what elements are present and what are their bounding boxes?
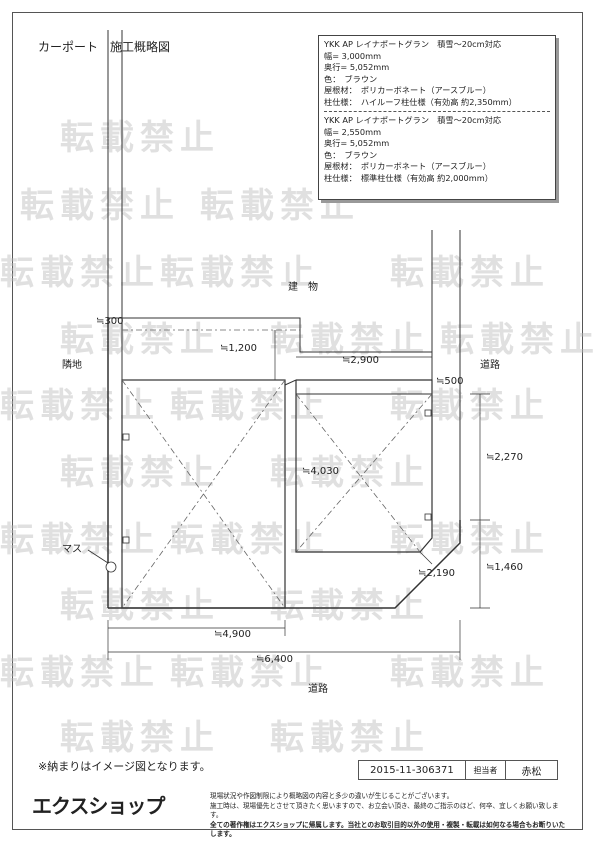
spec-line: 幅= 2,550mm — [324, 126, 382, 137]
spec-line: YKK AP レイナポートグラン 積雪～20cm対応 — [324, 39, 502, 49]
post-marker — [424, 409, 432, 417]
dim-6400: ≒6,400 — [256, 654, 294, 665]
label-building: 建 物 — [288, 282, 318, 293]
image-note: ※納まりはイメージ図となります。 — [38, 760, 211, 773]
spec-line: 柱仕様： ハイルーフ柱仕様（有効高 約2,350mm） — [324, 96, 517, 107]
spec-line: YKK AP レイナポートグラン 積雪～20cm対応 — [324, 115, 502, 125]
dim-500: ≒500 — [436, 376, 464, 387]
spec-panel: YKK AP レイナポートグラン 積雪～20cm対応 幅= 3,000mm 奥行… — [318, 35, 556, 200]
spec-divider — [324, 111, 550, 112]
carport-2-diagonal — [295, 393, 433, 553]
dim-2190: ≒2,190 — [418, 568, 456, 579]
disclaimer: 現場状況や作図制限により概略図の内容と多少の違いが生じることがございます。 施工… — [210, 792, 570, 840]
spec-line: 幅= 3,000mm — [324, 50, 382, 61]
carport-1-diagonal — [121, 379, 286, 609]
label-neighbor: 隣地 — [62, 360, 82, 371]
dim-2270: ≒2,270 — [486, 452, 524, 463]
disclaimer-line: 現場状況や作図制限により概略図の内容と多少の違いが生じることがございます。 — [210, 792, 454, 800]
dim-2900: ≒2,900 — [342, 355, 380, 366]
site-boundary-line — [108, 520, 461, 609]
post-marker — [122, 433, 130, 441]
dim-1200: ≒1,200 — [220, 343, 258, 354]
carport-1-outline — [121, 379, 286, 609]
person-label: 担当者 — [466, 761, 507, 779]
spec-line: 屋根材： ポリカーボネート（アースブルー） — [324, 85, 491, 95]
company-logo: エクスショップ — [32, 794, 165, 818]
dim-4030: ≒4,030 — [302, 466, 340, 477]
post-marker — [122, 536, 130, 544]
label-mass: マス — [62, 544, 82, 555]
disclaimer-line: 施工時は、現場優先とさせて頂きたく思いますので、お立会い頂き、最終のご指示のほど… — [210, 801, 559, 820]
label-road-right: 道路 — [480, 360, 500, 371]
carport-2-diagonal — [295, 393, 421, 553]
person-name: 赤松 — [521, 766, 542, 778]
spec-line: 奥行= 5,052mm — [324, 62, 390, 72]
footer-info-box: 2015-11-306371 担当者 赤松 — [358, 760, 558, 780]
spec-line: 柱仕様： 標準柱仕様（有効高 約2,000mm） — [324, 172, 493, 183]
mass-circle — [105, 561, 117, 573]
disclaimer-line: 全ての著作権はエクスショップに帰属します。当社とのお取引目的以外の使用・複製・転… — [210, 820, 566, 839]
label-road-bottom: 道路 — [308, 684, 328, 695]
doc-number: 2015-11-306371 — [359, 761, 466, 779]
spec-line: 色： ブラウン — [324, 73, 378, 84]
dim-1460: ≒1,460 — [486, 562, 524, 573]
dim-line — [419, 551, 433, 565]
drawing-frame — [12, 12, 583, 830]
dim-300: ≒300 — [96, 316, 124, 327]
drawing-title: カーポート 施工概略図 — [38, 40, 171, 54]
spec-line: 奥行= 5,052mm — [324, 138, 390, 148]
spec-line: 屋根材： ポリカーボネート（アースブルー） — [324, 161, 491, 171]
post-marker — [424, 513, 432, 521]
building-wall-line — [108, 317, 432, 353]
dim-4900: ≒4,900 — [214, 629, 252, 640]
spec-line: 色： ブラウン — [324, 149, 378, 160]
